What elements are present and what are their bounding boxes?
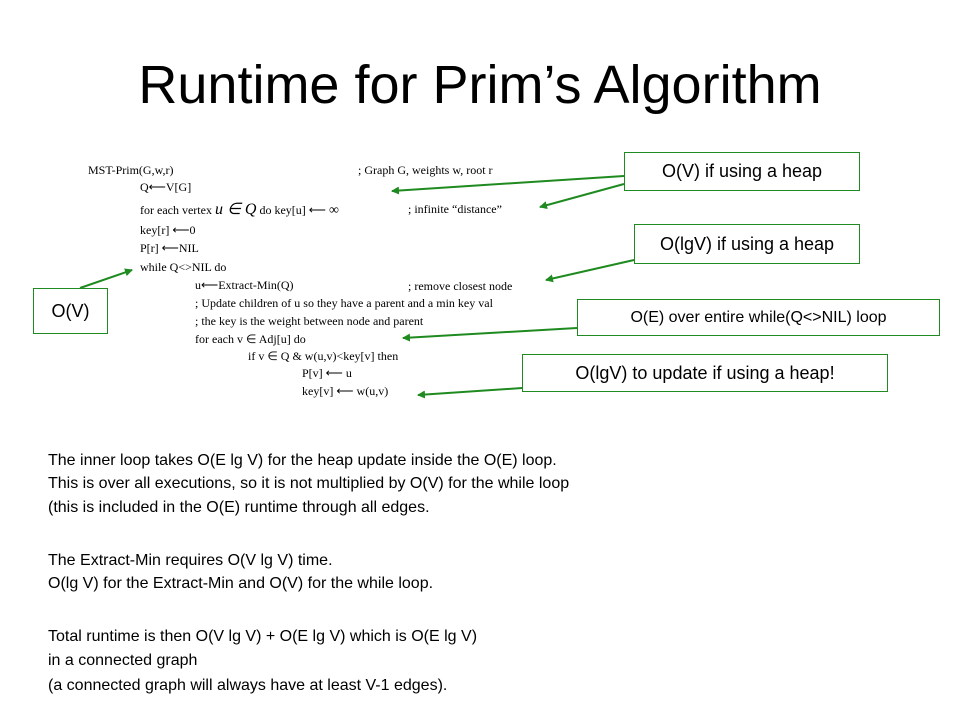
- code-line-5-rhs: NIL: [178, 241, 199, 255]
- explanation-line: in a connected graph: [48, 652, 198, 669]
- arrow-heap-lgv: [545, 259, 635, 283]
- code-comment-1: ; Graph G, weights w, root r: [358, 163, 493, 177]
- code-line-5: P[r] ⟵NIL: [140, 242, 199, 254]
- code-line-8: ; Update children of u so they have a pa…: [195, 296, 493, 310]
- explanation-line: (a connected graph will always have at l…: [48, 677, 448, 694]
- code-comment-3: ; infinite “distance”: [408, 202, 502, 216]
- code-line-4-rhs: 0: [189, 223, 196, 237]
- left-arrow-icon: ⟵: [172, 223, 190, 237]
- code-line-12-rhs: u: [345, 366, 352, 380]
- arrow-ov: [79, 268, 133, 289]
- code-line-2-lhs: Q: [140, 180, 149, 194]
- code-line-6: while Q<>NIL do: [140, 260, 227, 274]
- left-arrow-icon: ⟵: [161, 241, 179, 255]
- explanation-line: This is over all executions, so it is no…: [48, 475, 570, 492]
- arrow-heap-v-2: [539, 183, 625, 210]
- code-line-13: key[v] ⟵ w(u,v): [302, 385, 388, 397]
- left-arrow-icon: ⟵: [308, 203, 326, 217]
- code-line-7-lhs: u: [195, 278, 201, 292]
- code-line-13-rhs: w(u,v): [356, 384, 389, 398]
- left-arrow-icon: ⟵: [148, 180, 166, 194]
- infinity-symbol: ∞: [328, 203, 339, 218]
- code-line-12-lhs: P[v]: [302, 366, 323, 380]
- slide-title: Runtime for Prim’s Algorithm: [138, 55, 822, 115]
- code-line-7-rhs: Extract-Min(Q): [218, 278, 294, 292]
- code-line-2: Q⟵V[G]: [140, 181, 191, 193]
- callout-ov: O(V): [33, 288, 108, 334]
- left-arrow-icon: ⟵: [336, 384, 354, 398]
- left-arrow-icon: ⟵: [325, 366, 343, 380]
- code-line-10: for each v ∈ Adj[u] do: [195, 332, 306, 346]
- left-arrow-icon: ⟵: [201, 278, 219, 292]
- code-line-11: if v ∈ Q & w(u,v)<key[v] then: [248, 349, 399, 363]
- explanation-line: O(lg V) for the Extract-Min and O(V) for…: [48, 575, 434, 592]
- explanation-line: (this is included in the O(E) runtime th…: [48, 499, 430, 516]
- code-line-1: MST-Prim(G,w,r): [88, 163, 174, 177]
- explanation-line: Total runtime is then O(V lg V) + O(E lg…: [48, 628, 478, 645]
- arrow-loop-e: [402, 327, 578, 342]
- code-line-5-lhs: P[r]: [140, 241, 159, 255]
- code-line-3-b: do key[u]: [259, 203, 306, 217]
- code-line-3: for each vertex u ∈ Q do key[u] ⟵ ∞: [140, 202, 339, 218]
- explanation-line: The Extract-Min requires O(V lg V) time.: [48, 552, 333, 569]
- code-line-7: u⟵Extract-Min(Q): [195, 279, 294, 291]
- code-line-13-lhs: key[v]: [302, 384, 334, 398]
- callout-update-lgv: O(lgV) to update if using a heap!: [522, 354, 888, 392]
- code-line-12: P[v] ⟵ u: [302, 367, 352, 379]
- code-line-2-rhs: V[G]: [165, 180, 192, 194]
- code-line-4-lhs: key[r]: [140, 223, 170, 237]
- code-line-4: key[r] ⟵0: [140, 224, 196, 236]
- code-line-3-math: u ∈ Q: [214, 201, 257, 218]
- code-comment-7: ; remove closest node: [408, 279, 513, 293]
- arrow-update-lgv: [417, 387, 523, 399]
- callout-heap-lgv: O(lgV) if using a heap: [634, 224, 860, 264]
- explanation-line: The inner loop takes O(E lg V) for the h…: [48, 452, 557, 469]
- code-line-3-a: for each vertex: [140, 203, 212, 217]
- callout-loop-e: O(E) over entire while(Q<>NIL) loop: [577, 299, 940, 336]
- arrow-heap-v-1: [391, 175, 625, 195]
- code-line-9: ; the key is the weight between node and…: [195, 314, 424, 328]
- callout-heap-v: O(V) if using a heap: [624, 152, 860, 191]
